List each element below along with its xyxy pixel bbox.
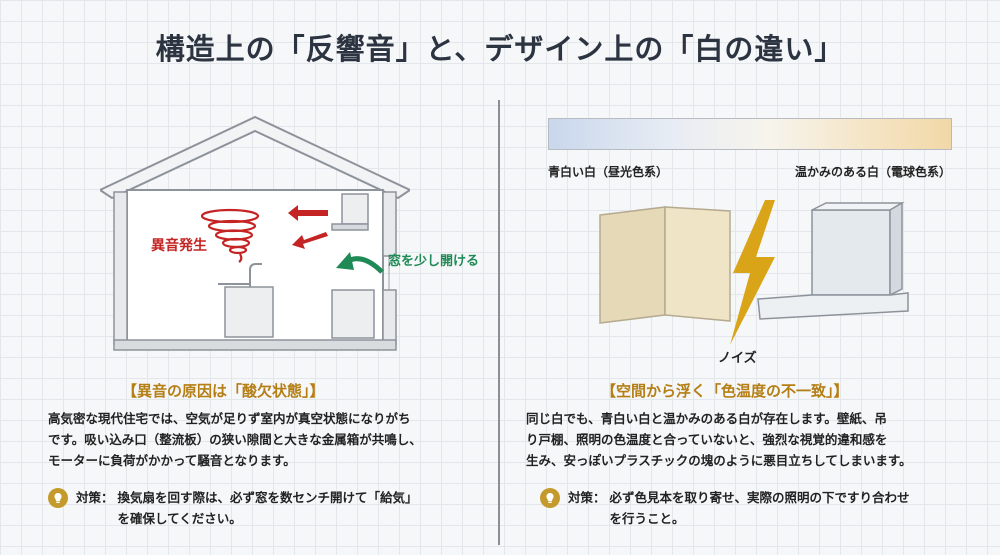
white-mismatch-illustration	[599, 200, 909, 345]
right-tip-label: 対策：	[568, 490, 606, 505]
range-hood	[341, 193, 369, 225]
lightning-bolt-icon	[730, 200, 775, 345]
lightbulb-icon	[48, 488, 68, 508]
faucet	[249, 263, 262, 287]
left-body-line: モーターに負荷がかかって騒音となります。	[48, 453, 296, 468]
right-tip-line: 必ず色見本を取り寄せ、実際の照明の下ですり合わせ	[609, 490, 910, 505]
right-tip-line: を行うこと。	[609, 511, 685, 526]
left-tip-line: を確保してください。	[117, 511, 242, 526]
fresh-air-arrowhead-icon	[336, 252, 354, 270]
roof-shape	[100, 115, 410, 200]
floor	[113, 339, 397, 351]
right-body-line: 同じ白でも、青白い白と温かみのある白が存在します。壁紙、吊	[526, 411, 887, 426]
cool-white-label: 青白い白（昼光色系）	[548, 165, 669, 179]
noise-label: 異音発生	[151, 238, 207, 254]
right-section-heading: 【空間から浮く「色温度の不一致」】	[601, 382, 849, 400]
hood-side	[889, 201, 903, 297]
warm-white-label: 温かみのある白（電球色系）	[795, 165, 952, 179]
noise-katakana-label: ノイズ	[718, 351, 757, 366]
right-tip-text: 必ず色見本を取り寄せ、実際の照明の下ですり合わせ を行うこと。	[610, 487, 910, 529]
lightbulb-icon	[540, 488, 560, 508]
open-window-label: 窓を少し開ける	[388, 254, 480, 269]
right-tip: 対策： 必ず色見本を取り寄せ、実際の照明の下ですり合わせ を行うこと。	[540, 487, 910, 529]
wall-panel-left	[599, 206, 666, 324]
hood-top	[811, 202, 905, 211]
right-wall-bottom	[382, 289, 397, 345]
left-body-text: 高気密な現代住宅では、空気が足りず室内が真空状態になりがち です。吸い込み口（整…	[48, 408, 488, 471]
left-section-heading: 【異音の原因は「酸欠状態」】	[122, 382, 325, 400]
left-tip-text: 換気扇を回す際は、必ず窓を数センチ開けて「給気」 を確保してください。	[118, 487, 418, 529]
color-temperature-gradient	[548, 118, 952, 150]
left-body-line: 高気密な現代住宅では、空気が足りず室内が真空状態になりがち	[48, 411, 411, 426]
left-tip: 対策： 換気扇を回す際は、必ず窓を数センチ開けて「給気」 を確保してください。	[48, 487, 418, 529]
left-wall	[113, 191, 128, 345]
range-unit	[331, 289, 375, 339]
center-divider	[498, 100, 500, 545]
hood-canopy	[757, 292, 909, 320]
left-tip-label: 対策：	[76, 490, 114, 505]
sink-cabinet	[224, 286, 274, 338]
right-wall-top	[382, 191, 397, 257]
right-body-line: 生み、安っぽいプラスチックの塊のように悪目立ちしてしまいます。	[526, 453, 912, 468]
right-body-text: 同じ白でも、青白い白と温かみのある白が存在します。壁紙、吊 り戸棚、照明の色温度…	[526, 408, 991, 471]
range-hood-base	[331, 223, 369, 231]
left-tip-line: 換気扇を回す際は、必ず窓を数センチ開けて「給気」	[117, 490, 418, 505]
wall-panel-right	[664, 206, 731, 322]
airflow-red-arrows-icon	[288, 205, 328, 249]
page-title: 構造上の「反響音」と、デザイン上の「白の違い」	[155, 32, 845, 66]
house-illustration	[100, 115, 410, 351]
right-body-line: り戸棚、照明の色温度と合っていないと、強烈な視覚的違和感を	[526, 432, 888, 447]
noise-swirl-icon	[200, 208, 260, 263]
hood-chimney	[811, 209, 891, 296]
left-body-line: です。吸い込み口（整流板）の狭い隙間と大きな金属箱が共鳴し、	[48, 432, 422, 447]
